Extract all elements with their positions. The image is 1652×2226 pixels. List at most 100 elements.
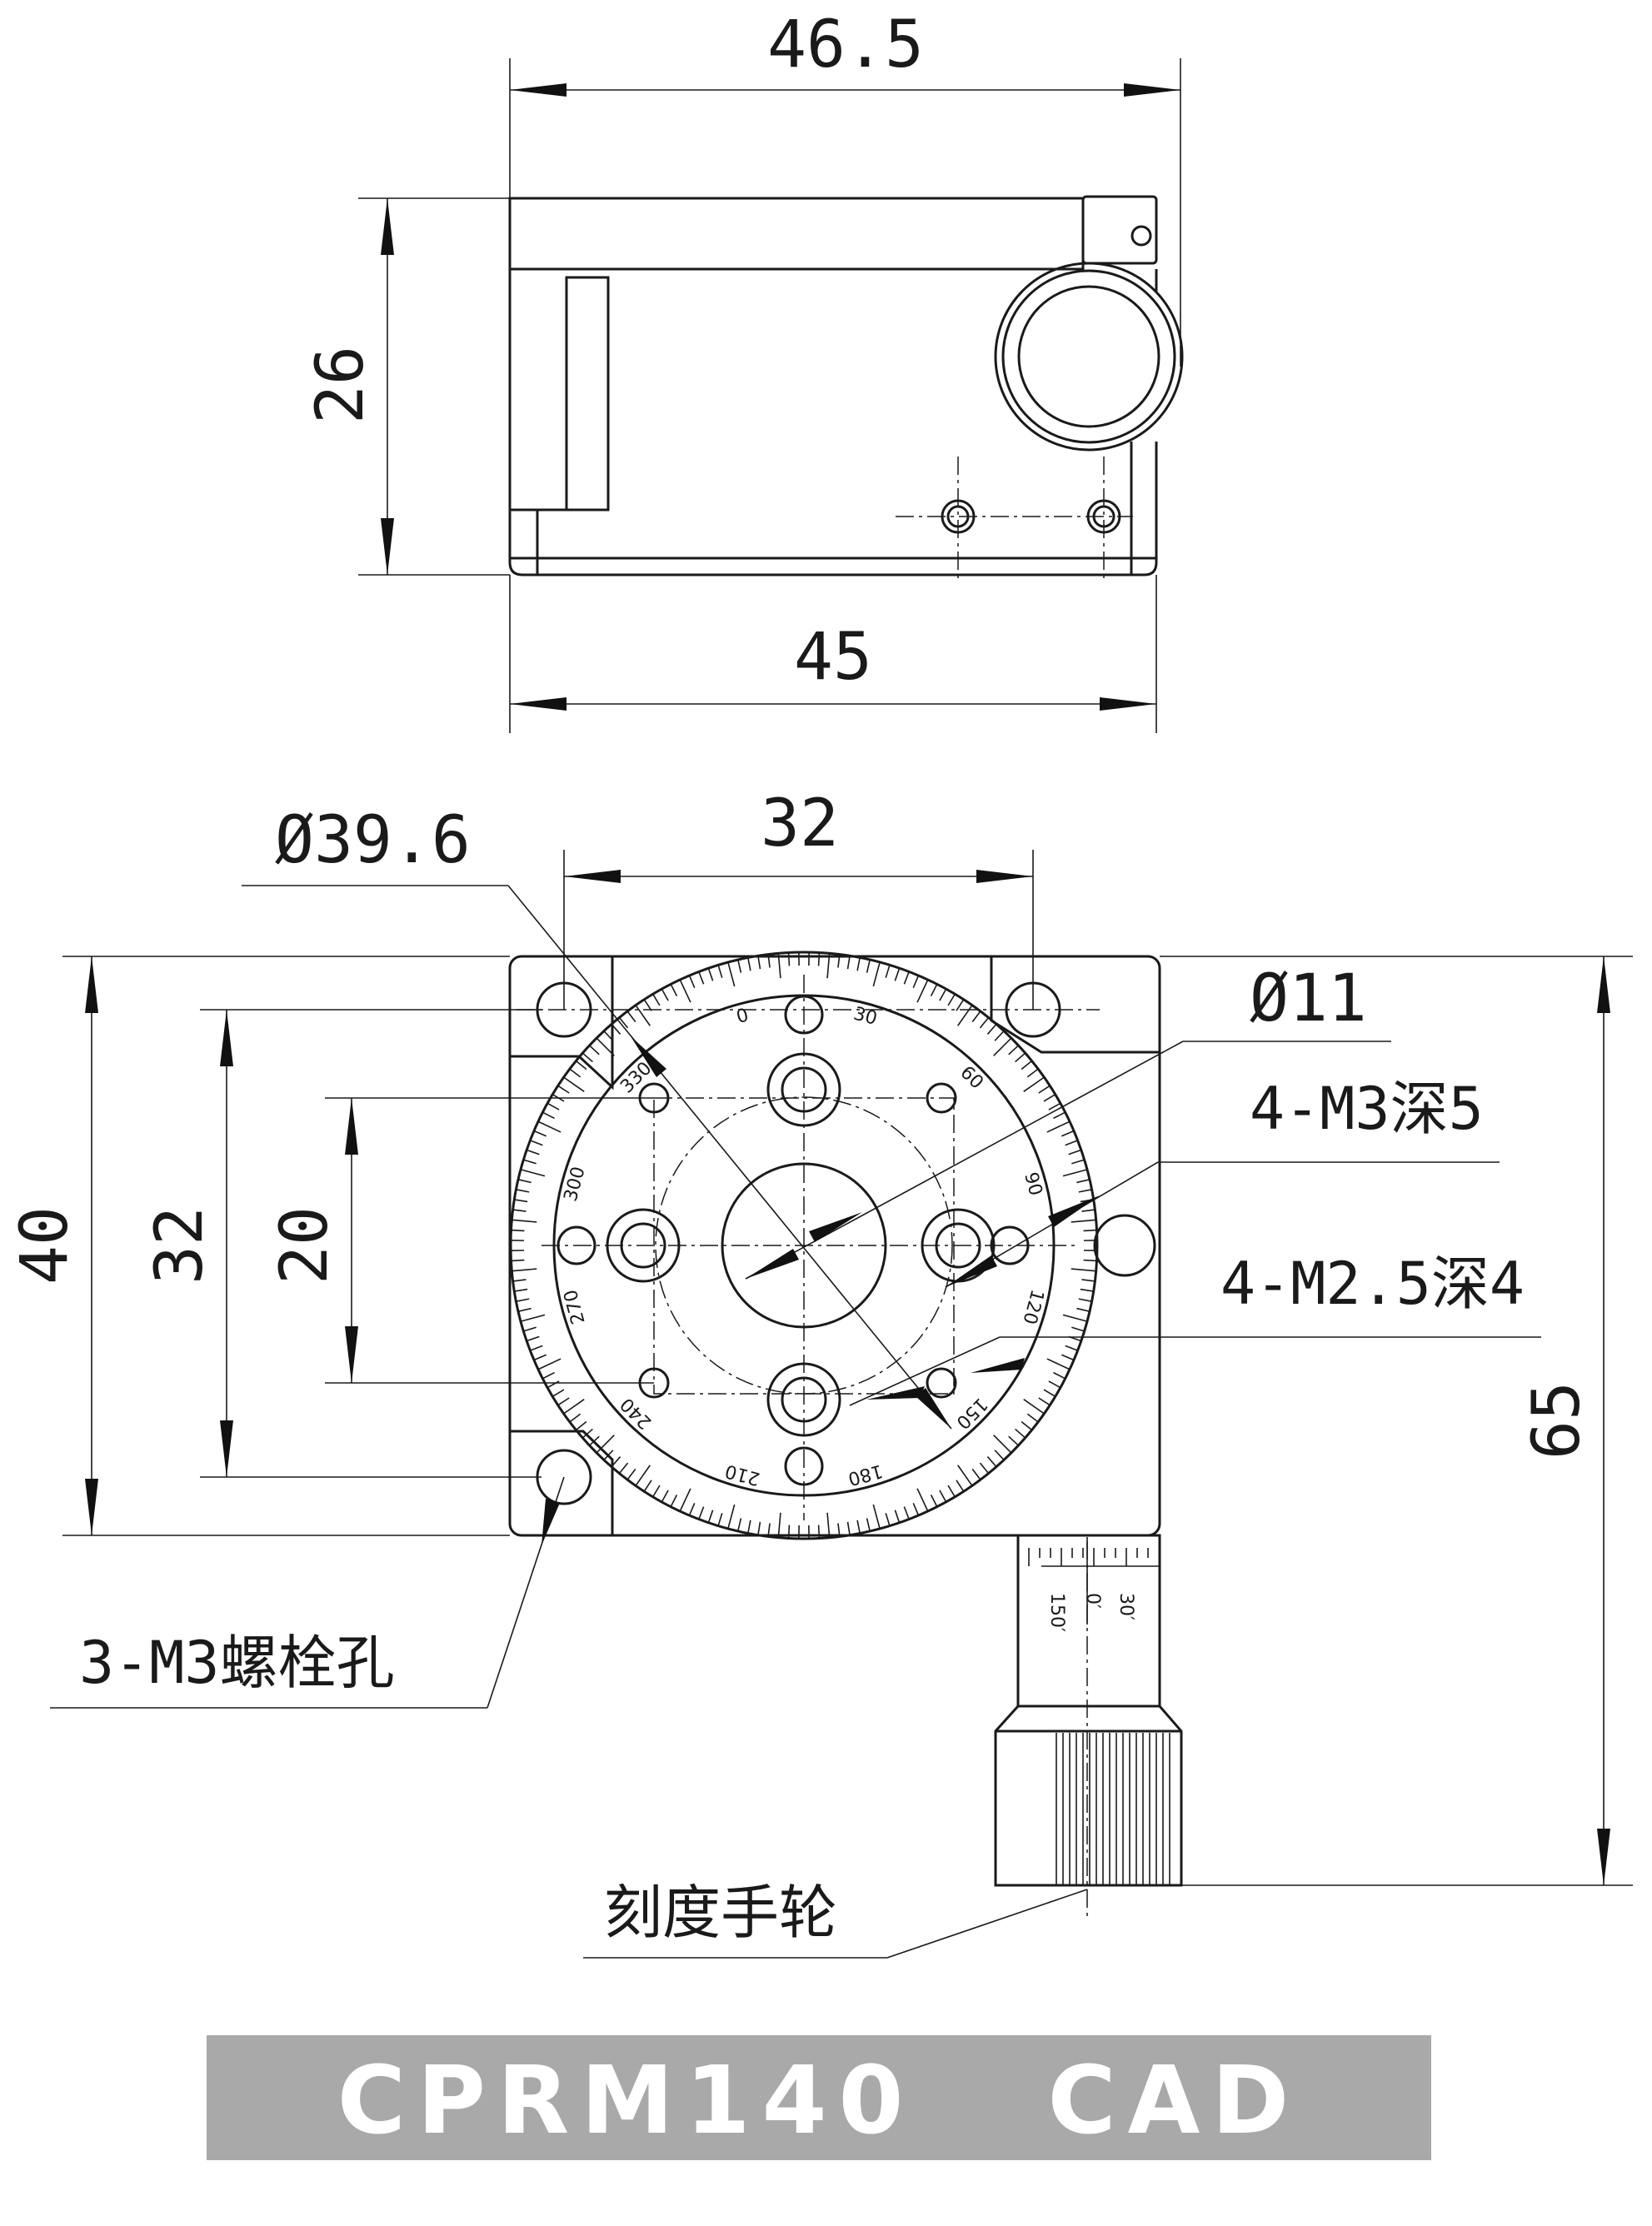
dial-tick [1043,1094,1056,1102]
m25-hole-2 [784,1446,824,1486]
dial-tick [817,1525,821,1539]
dial-tick [866,959,871,973]
dial-tick [635,1465,651,1486]
dial-label: 30 [851,1003,880,1029]
dial-tick [516,1189,530,1193]
label-handwheel: 刻度手轮 [604,1879,837,1947]
thimble-label-30: 30′ [1115,1593,1136,1620]
dial-tick [856,957,861,971]
dial-label: 150 [951,1393,991,1432]
dial-tick [1021,1060,1033,1071]
label-bolt-holes: 3-M3螺栓孔 [79,1629,395,1697]
micrometer-sleeve [1016,1534,1161,1708]
m3-hole-bottom [766,1362,841,1437]
dial-tick [611,1456,621,1468]
dial-tick [986,1456,997,1468]
dial-tick [679,1488,691,1512]
dial-tick [603,1031,614,1041]
dial-tick [912,1502,920,1516]
dial-tick [947,1485,956,1498]
dial-tick [551,1389,565,1397]
dial-tick [596,1435,615,1454]
label-m25-holes: 4-M2.5深4 [1220,1250,1525,1318]
dial-tick [698,971,705,985]
side-knob-ring [1001,269,1176,444]
thimble-label-0: 0′ [1082,1593,1103,1609]
handwheel: 30′ 0′ 150′ [994,1534,1183,1916]
dial-tick [1071,1219,1096,1223]
dial-tick [589,1045,600,1056]
dial-tick [956,1480,965,1492]
dial-tick [618,1462,629,1475]
dial-tick [1083,1259,1097,1262]
dial-tick [652,1485,661,1498]
dial-tick [1026,1413,1039,1423]
dial-tick [1076,1307,1091,1312]
dial-tick [1053,1371,1066,1380]
dial-tick [635,1005,651,1026]
dial-tick [777,953,781,979]
dial-tick [737,959,742,973]
dim-outer-40: 40 [7,1206,82,1285]
side-knob-inner [1017,285,1160,428]
dial-tick [1081,1209,1096,1212]
dial-tick [679,979,691,1003]
dial-tick [517,1179,532,1184]
dial-tick [727,961,736,987]
dim-hole-span-32: 32 [761,786,839,861]
side-view: 46.5 26 45 [303,7,1184,733]
dial-tick [652,993,661,1006]
m25-hole-3 [556,1225,596,1265]
m25-hole-1 [784,995,824,1035]
dial-tick [1023,1076,1045,1092]
dial-tick [872,961,881,987]
dial-tick [993,1435,1012,1454]
dial-ticks [511,952,1097,1539]
dial-tick [1043,1389,1056,1397]
dial-tick [1026,1068,1039,1078]
m25-hole-4 [990,1225,1030,1265]
dial-tick [894,1510,901,1524]
dim-center-bore-11: Ø11 [1250,961,1367,1036]
dim-46-5: 46.5 [767,7,924,82]
dial-tick [520,1169,546,1177]
dial-tick [1038,1397,1051,1406]
dial-tick [1065,1140,1078,1146]
dial-tick [957,1005,973,1026]
dial-tick [971,1468,981,1480]
dial-tick [817,952,821,966]
dim-45: 45 [794,620,872,695]
dial-tick [1023,1399,1045,1415]
dial-tick [717,1513,723,1526]
dial-tick [547,1380,560,1389]
dial-tick [930,984,938,996]
dim-bore-39-6: Ø39.6 [275,803,471,878]
dial-tick [846,956,851,970]
dial-tick [894,967,901,981]
dial-tick [618,1016,629,1029]
dial-tick [1015,1052,1026,1063]
dial-tick [626,1011,636,1023]
dial-tick [994,1450,1005,1460]
dial-tick [670,984,678,996]
dial-tick [670,1495,678,1507]
dial-tick [916,979,929,1003]
dial-tick [516,1298,530,1302]
dial-tick [767,954,771,968]
dial-tick [837,1523,841,1537]
title-bar: CPRM140 CAD [207,2035,1431,2160]
dial-tick [523,1159,537,1165]
m25-hole-8 [926,1367,957,1399]
dial-tick [533,1130,547,1137]
dial-tick [872,1504,881,1530]
dial-tick [643,1480,652,1492]
dial-tick [885,965,891,978]
dial-tick [661,988,669,1001]
label-m3-holes: 4-M3深5 [1250,1075,1484,1143]
dial-tick [688,1502,696,1516]
dial-tick [523,1326,537,1332]
dim-26: 26 [303,346,378,424]
dial-tick [512,1279,527,1282]
dial-tick [1008,1045,1019,1056]
dial-tick [837,954,841,968]
